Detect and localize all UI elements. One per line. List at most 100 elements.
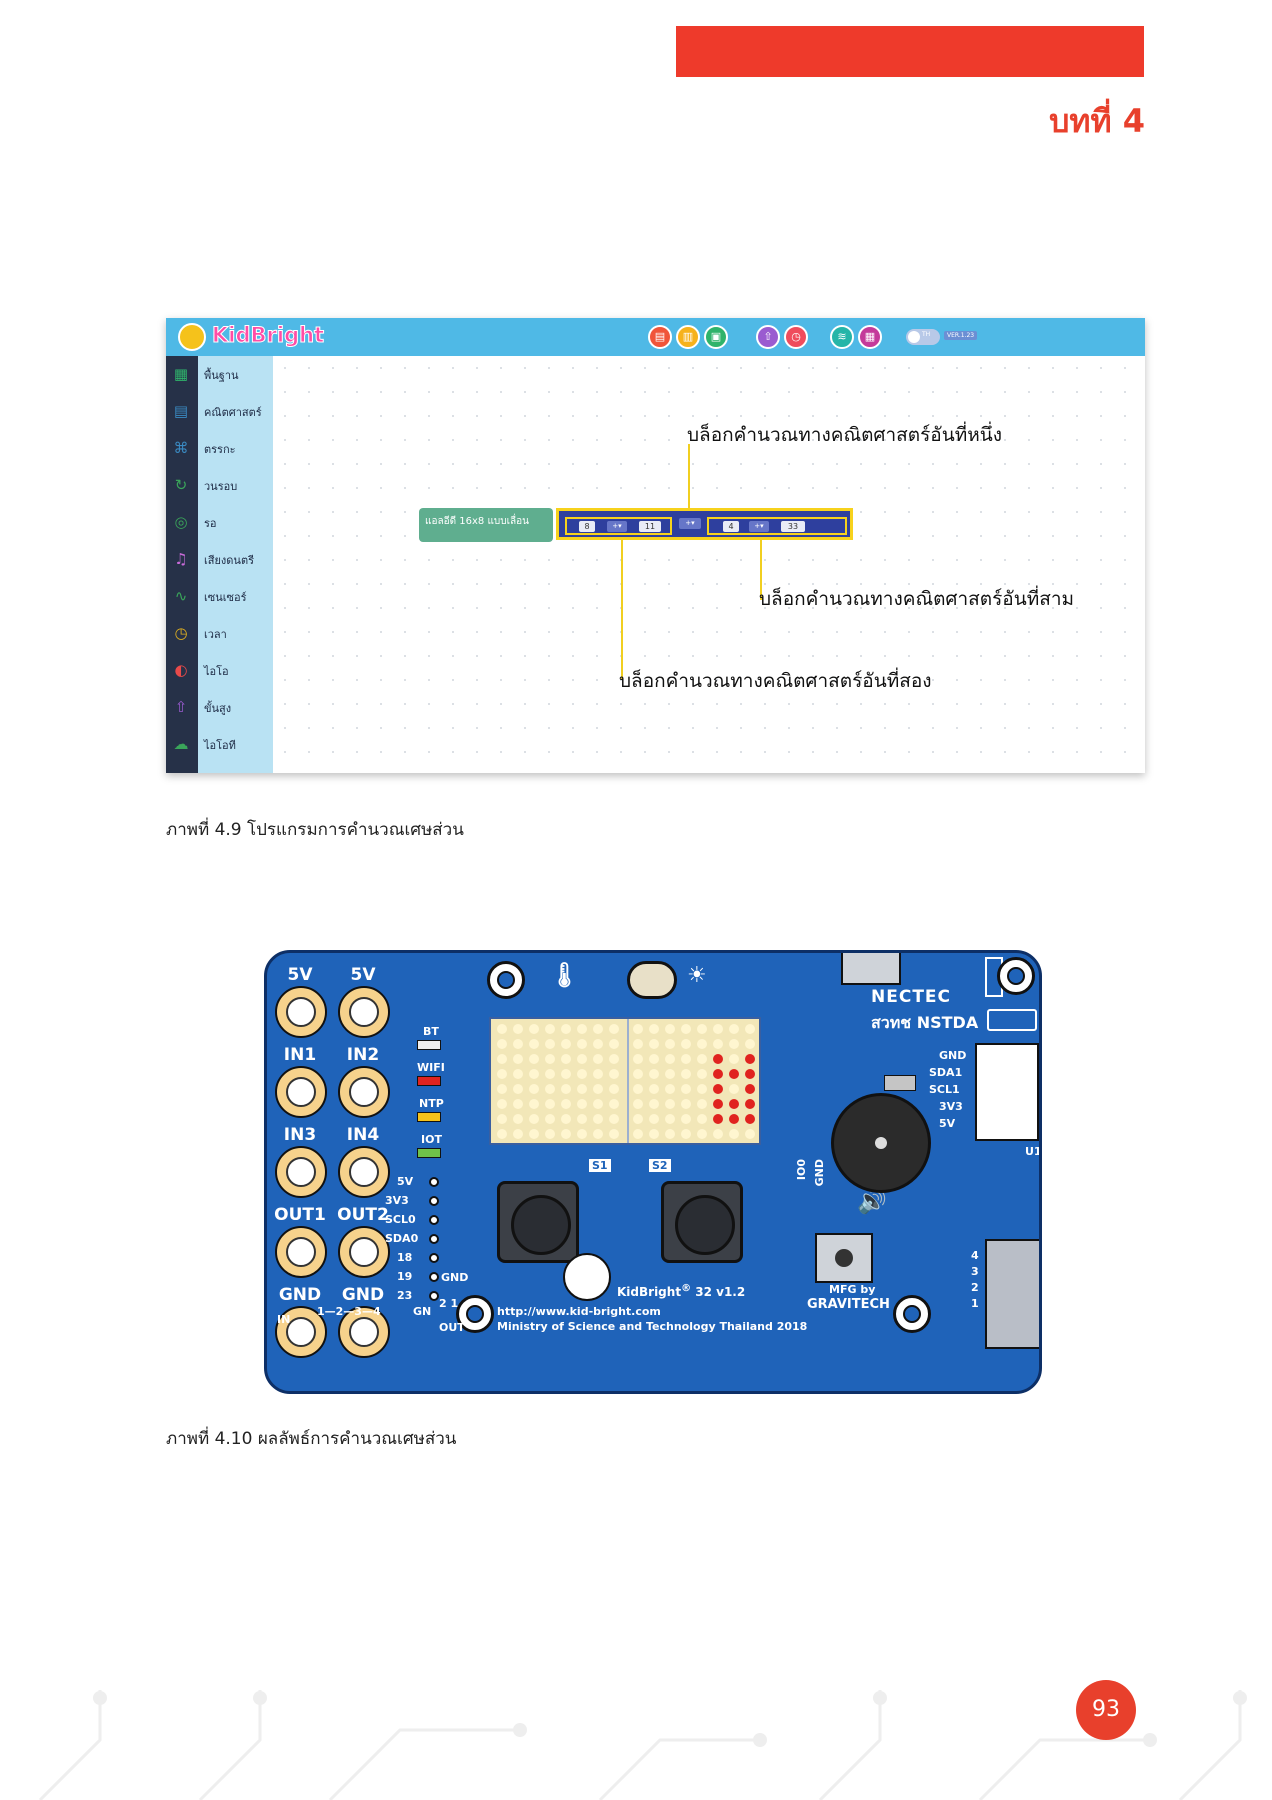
matrix-led bbox=[577, 1039, 587, 1049]
matrix-led bbox=[649, 1084, 659, 1094]
matrix-led bbox=[545, 1114, 555, 1124]
loop-icon: ↻ bbox=[174, 476, 188, 494]
page-number: 93 bbox=[1076, 1680, 1136, 1740]
figure-caption-4-10: ภาพที่ 4.10 ผลลัพธ์การคำนวณเศษส่วน bbox=[166, 1429, 457, 1449]
value-8[interactable]: 8 bbox=[579, 521, 595, 532]
io-toggle-icon: ◐ bbox=[174, 661, 188, 679]
matrix-led bbox=[577, 1054, 587, 1064]
value-4[interactable]: 4 bbox=[723, 521, 739, 532]
sidebar-item-4[interactable]: ◎รอ bbox=[166, 504, 273, 540]
pin-label: 19 bbox=[397, 1270, 413, 1283]
sidebar-item-8[interactable]: ◐ไอโอ bbox=[166, 652, 273, 688]
rj-pin-number: 3 bbox=[971, 1265, 979, 1278]
sidebar-item-0[interactable]: ▦พื้นฐาน bbox=[166, 356, 273, 392]
upload-icon[interactable]: ⇧ bbox=[756, 325, 780, 349]
callout-line-first bbox=[688, 444, 690, 508]
matrix-led bbox=[729, 1024, 739, 1034]
matrix-led bbox=[681, 1084, 691, 1094]
buzzer bbox=[831, 1093, 931, 1193]
sidebar-item-10[interactable]: ☁ไอโอที bbox=[166, 726, 273, 762]
button-s2[interactable] bbox=[661, 1181, 743, 1263]
matrix-led bbox=[609, 1084, 619, 1094]
matrix-led bbox=[513, 1129, 523, 1139]
block-workspace[interactable]: แอลอีดี 16x8 แบบเลื่อน 8 +▾ 11 +▾ 4 +▾ 3… bbox=[273, 356, 1145, 773]
pad-in3 bbox=[275, 1146, 327, 1198]
matrix-led bbox=[497, 1084, 507, 1094]
pad-5v-1 bbox=[275, 986, 327, 1038]
matrix-led bbox=[561, 1129, 571, 1139]
operator-dropdown-third[interactable]: +▾ bbox=[749, 521, 769, 532]
sidebar-item-6[interactable]: ∿เซนเซอร์ bbox=[166, 578, 273, 614]
button-s1[interactable] bbox=[497, 1181, 579, 1263]
matrix-led bbox=[681, 1069, 691, 1079]
math-block-first[interactable]: 8 +▾ 11 bbox=[565, 517, 672, 535]
math-block-third[interactable]: 4 +▾ 33 bbox=[707, 517, 847, 535]
value-33[interactable]: 33 bbox=[781, 521, 805, 532]
sidebar-item-2[interactable]: ⌘ตรรกะ bbox=[166, 430, 273, 466]
led-label-bt: BT bbox=[423, 1025, 439, 1038]
open-file-icon[interactable]: ▥ bbox=[676, 325, 700, 349]
new-file-icon[interactable]: ▤ bbox=[648, 325, 672, 349]
value-11[interactable]: 11 bbox=[639, 521, 661, 532]
led-scroll-block-label: แอลอีดี 16x8 แบบเลื่อน bbox=[425, 516, 529, 527]
sidebar-item-9[interactable]: ⇧ขั้นสูง bbox=[166, 689, 273, 725]
matrix-led bbox=[609, 1024, 619, 1034]
right-pin-label: 5V bbox=[939, 1117, 956, 1130]
pad-label-in1: IN1 bbox=[283, 1045, 317, 1065]
matrix-led bbox=[745, 1084, 755, 1094]
math-block-second[interactable]: 8 +▾ 11 +▾ 4 +▾ 33 bbox=[556, 508, 853, 540]
matrix-led bbox=[697, 1084, 707, 1094]
chip-component bbox=[884, 1075, 916, 1091]
matrix-led bbox=[593, 1054, 603, 1064]
sidebar-item-1[interactable]: ▤คณิตศาสตร์ bbox=[166, 393, 273, 429]
pad-label-5v-1: 5V bbox=[287, 965, 313, 985]
matrix-led bbox=[665, 1024, 675, 1034]
language-toggle[interactable] bbox=[906, 329, 940, 345]
operator-dropdown[interactable]: +▾ bbox=[607, 521, 627, 532]
callout-second: บล็อกคำนวณทางคณิตศาสตร์อันที่สอง bbox=[619, 670, 932, 692]
matrix-led bbox=[497, 1129, 507, 1139]
sidebar-item-7[interactable]: ◷เวลา bbox=[166, 615, 273, 651]
matrix-led bbox=[529, 1039, 539, 1049]
wifi-icon[interactable]: ≋ bbox=[830, 325, 854, 349]
pad-label-in3: IN3 bbox=[283, 1125, 317, 1145]
nstda-logo: สวทช NSTDA bbox=[871, 1013, 979, 1032]
matrix-led bbox=[545, 1069, 555, 1079]
matrix-led bbox=[729, 1099, 739, 1109]
right-pin-label: GND bbox=[939, 1049, 967, 1062]
matrix-led bbox=[529, 1099, 539, 1109]
matrix-led bbox=[577, 1114, 587, 1124]
circuit-pattern-background bbox=[38, 1690, 1247, 1800]
matrix-led bbox=[649, 1054, 659, 1064]
matrix-led bbox=[649, 1039, 659, 1049]
alarm-icon[interactable]: ◷ bbox=[784, 325, 808, 349]
matrix-led bbox=[529, 1114, 539, 1124]
matrix-led bbox=[633, 1069, 643, 1079]
led-scroll-block[interactable] bbox=[419, 508, 553, 542]
clock-icon: ◷ bbox=[174, 624, 188, 642]
pin-hole bbox=[429, 1177, 439, 1187]
matrix-led bbox=[665, 1099, 675, 1109]
matrix-led bbox=[713, 1084, 723, 1094]
right-pin-label: SCL1 bbox=[929, 1083, 960, 1096]
reset-button[interactable] bbox=[815, 1233, 873, 1283]
board-icon[interactable]: ▦ bbox=[858, 325, 882, 349]
matrix-led bbox=[593, 1099, 603, 1109]
matrix-led bbox=[713, 1129, 723, 1139]
callout-third: บล็อกคำนวณทางคณิตศาสตร์อันที่สาม bbox=[759, 588, 1075, 610]
matrix-led bbox=[681, 1099, 691, 1109]
out-label: OUT bbox=[439, 1321, 465, 1334]
sidebar-item-3[interactable]: ↻วนรอบ bbox=[166, 467, 273, 503]
matrix-led bbox=[713, 1069, 723, 1079]
matrix-led bbox=[545, 1054, 555, 1064]
category-sidebar: ▦พื้นฐาน▤คณิตศาสตร์⌘ตรรกะ↻วนรอบ◎รอ♫เสียง… bbox=[166, 356, 273, 773]
save-icon[interactable]: ▣ bbox=[704, 325, 728, 349]
calculator-icon: ▤ bbox=[173, 402, 189, 420]
sidebar-item-5[interactable]: ♫เสียงดนตรี bbox=[166, 541, 273, 577]
operator-dropdown-outer[interactable]: +▾ bbox=[679, 518, 701, 529]
matrix-led bbox=[577, 1084, 587, 1094]
matrix-led bbox=[577, 1024, 587, 1034]
sidebar-item-label: เสียงดนตรี bbox=[204, 554, 255, 567]
io-gnd-label: GND bbox=[813, 1159, 826, 1187]
pad-label-out1: OUT1 bbox=[274, 1205, 326, 1225]
